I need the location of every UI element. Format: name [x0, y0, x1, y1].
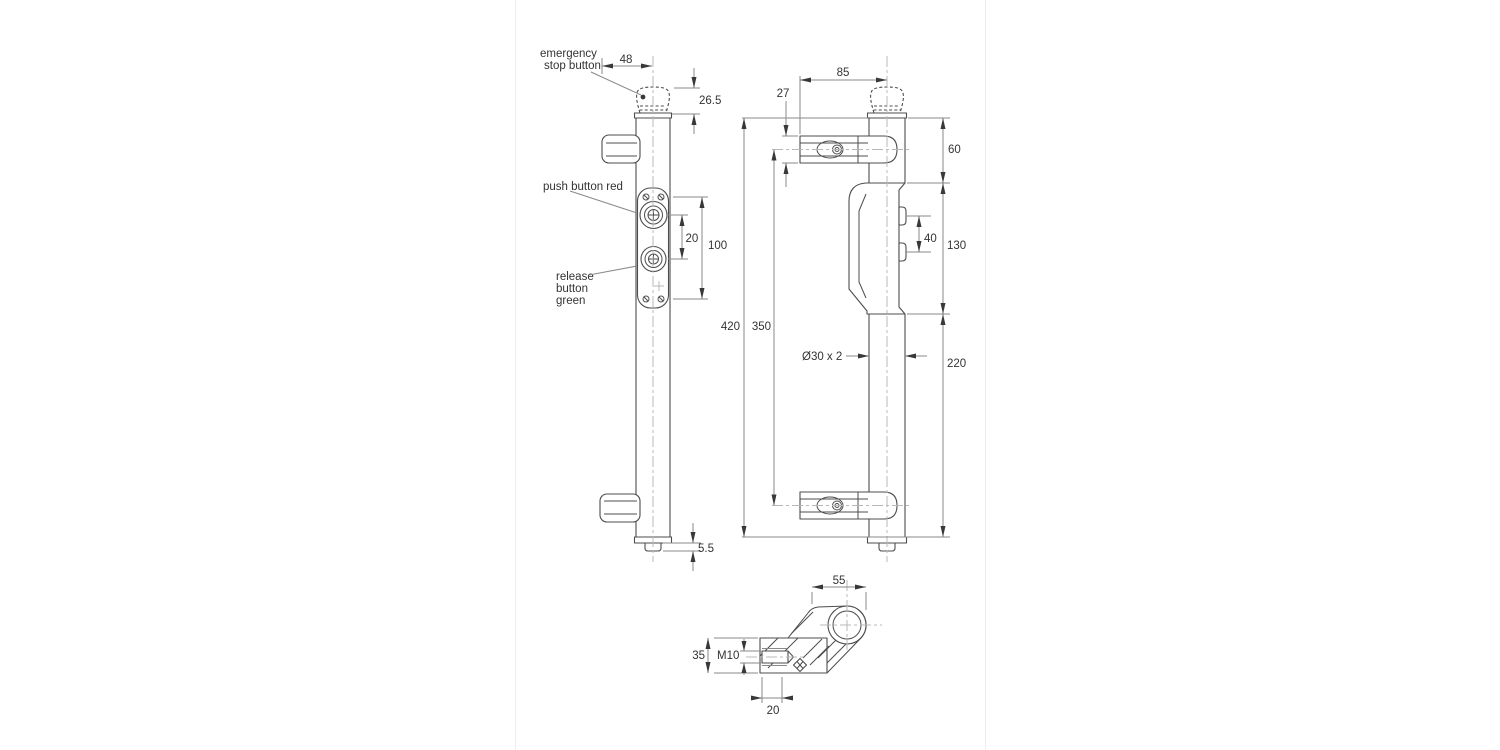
- leader-dot: [640, 94, 646, 100]
- callout-text: push button red: [543, 181, 623, 193]
- callout-push-button: push button red: [543, 181, 638, 214]
- mounting-bracket-upper-front: [601, 134, 641, 164]
- dimension-plate-100: 100: [673, 196, 727, 300]
- housing-inner-contour: [858, 193, 867, 299]
- dimension-mushroom-26-5: 26.5: [672, 68, 721, 134]
- dimension-overall-420: 420: [721, 117, 950, 538]
- clamp-slit: [809, 645, 830, 666]
- dimension-bracket-reach-85: 85: [799, 67, 887, 134]
- callout-text: button: [556, 283, 588, 295]
- callout-text: green: [556, 295, 585, 307]
- leader-line: [569, 190, 638, 214]
- dim-text: 20: [767, 705, 780, 717]
- dim-text: 48: [620, 54, 633, 66]
- dimension-button-pitch-20: 20: [668, 214, 699, 260]
- leader-line: [588, 265, 638, 276]
- leader-line: [590, 71, 642, 96]
- mounting-bracket-lower-front: [599, 493, 641, 523]
- push-button-stub-side: [898, 206, 907, 226]
- plate-screw: [642, 193, 650, 201]
- dimension-button-pitch-40: 40: [906, 215, 937, 253]
- dim-text: 20: [686, 233, 699, 245]
- dimension-top-width-48: 48: [601, 54, 652, 74]
- dimension-thread-m10: M10: [717, 639, 761, 675]
- dim-text: Ø30 x 2: [802, 351, 842, 363]
- dimension-bracket-pitch-350: 350: [752, 149, 777, 506]
- dim-text: 100: [708, 240, 727, 252]
- dim-text: 220: [947, 358, 966, 370]
- callout-emergency-stop: emergency stop button: [540, 48, 646, 100]
- dim-text: 55: [833, 575, 846, 587]
- dim-text: 27: [777, 88, 790, 100]
- dimension-arm-width-55: 55: [811, 575, 867, 610]
- plate-screw: [642, 295, 650, 303]
- plate-screw: [657, 295, 665, 303]
- dimension-block-height-35: 35: [692, 637, 758, 674]
- dim-text: M10: [717, 650, 739, 662]
- callout-text: emergency: [540, 48, 597, 60]
- dimension-chain-right: 60 130 220: [907, 117, 966, 537]
- dim-text: 26.5: [699, 95, 721, 107]
- dim-text: 5.5: [698, 543, 714, 555]
- dim-text: 60: [948, 144, 961, 156]
- dim-text: 85: [837, 67, 850, 79]
- front-view: emergency stop button push button red re…: [540, 48, 727, 571]
- bracket-detail-view: 55 35 M10 20: [692, 575, 882, 717]
- side-view: 85 27 60 130 220: [721, 56, 966, 562]
- callout-release-button: release button green: [556, 265, 638, 307]
- dimension-arm-height-27: 27: [777, 88, 798, 187]
- dim-text: 420: [721, 321, 740, 333]
- plate-screw: [657, 193, 665, 201]
- callout-text: release: [556, 271, 594, 283]
- dim-text: 130: [947, 240, 966, 252]
- dim-text: 40: [924, 233, 937, 245]
- clamp-slit: [802, 638, 823, 659]
- dim-text: 350: [752, 321, 771, 333]
- dim-text: 35: [692, 650, 705, 662]
- clamp-screw: [792, 657, 808, 673]
- dimension-tube-diameter: Ø30 x 2: [802, 351, 927, 363]
- release-button-stub-side: [898, 242, 907, 262]
- dimension-hole-offset-20: 20: [751, 677, 793, 717]
- dimension-pin-5-5: 5.5: [663, 523, 714, 571]
- button-housing-side: [848, 182, 906, 315]
- callout-text: stop button: [544, 60, 601, 72]
